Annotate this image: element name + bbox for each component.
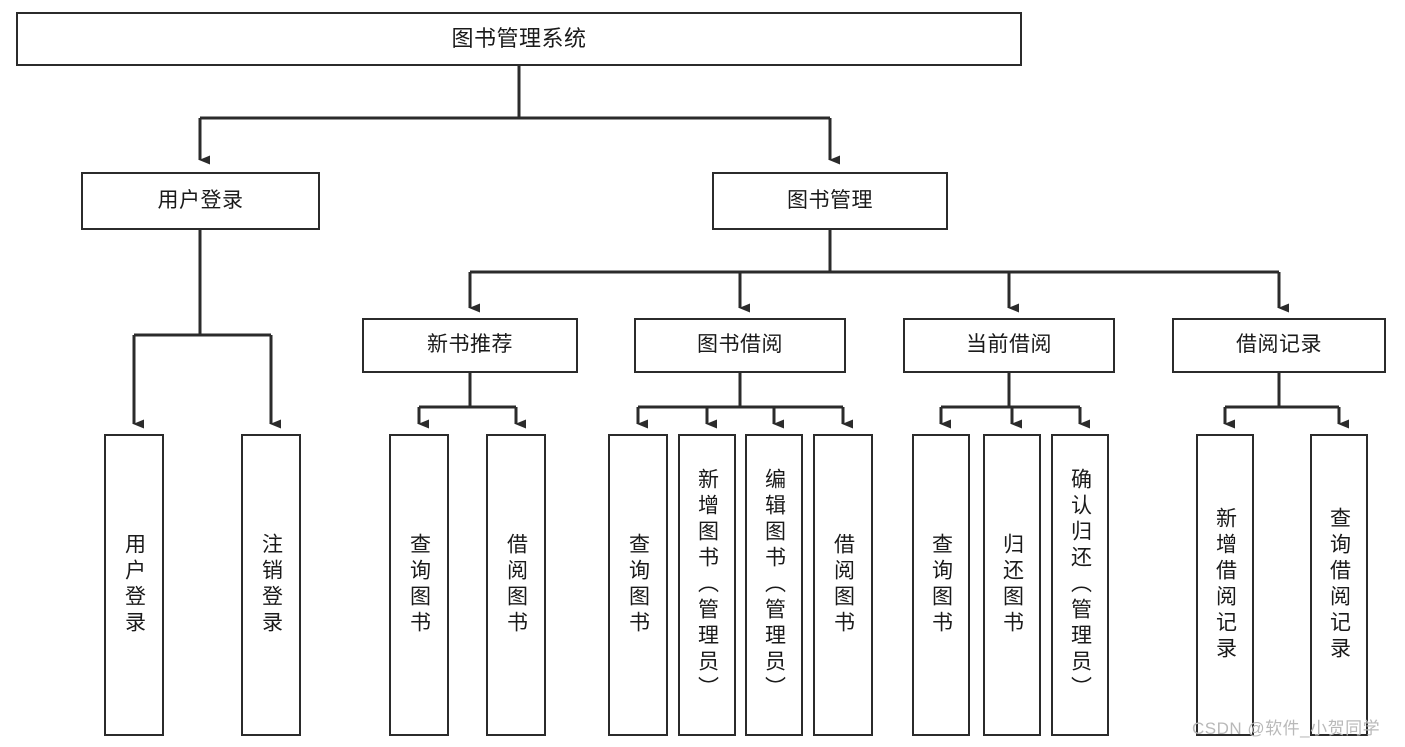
node-label: 查询图书 (626, 533, 650, 637)
node-leaf-query-book-2[interactable]: 查询图书 (608, 434, 668, 736)
edge-userlogin-to-leaves (132, 230, 281, 429)
node-label: 编辑图书（管理员） (762, 468, 786, 702)
node-label: 图书管理系统 (451, 26, 587, 52)
node-leaf-borrow-book-1[interactable]: 借阅图书 (486, 434, 546, 736)
edge-bookborrow-to-leaves (636, 373, 853, 429)
node-label: 借阅记录 (1236, 333, 1322, 357)
node-leaf-query-book-3[interactable]: 查询图书 (912, 434, 970, 736)
node-leaf-query-book-1[interactable]: 查询图书 (389, 434, 449, 736)
node-label: 新书推荐 (427, 333, 513, 357)
node-leaf-add-book[interactable]: 新增图书（管理员） (678, 434, 736, 736)
node-label: 图书借阅 (697, 333, 783, 357)
node-leaf-return-book[interactable]: 归还图书 (983, 434, 1041, 736)
node-label: 新增图书（管理员） (695, 468, 719, 702)
node-leaf-query-record[interactable]: 查询借阅记录 (1310, 434, 1368, 736)
csdn-watermark: CSDN @软件_小贺同学 (1192, 719, 1381, 738)
node-borrow-record[interactable]: 借阅记录 (1172, 318, 1386, 373)
node-label: 确认归还（管理员） (1068, 468, 1092, 702)
node-leaf-logout[interactable]: 注销登录 (241, 434, 301, 736)
node-leaf-edit-book[interactable]: 编辑图书（管理员） (745, 434, 803, 736)
node-leaf-confirm-return[interactable]: 确认归还（管理员） (1051, 434, 1109, 736)
node-book-borrow[interactable]: 图书借阅 (634, 318, 846, 373)
edge-newbookrec-to-leaves (417, 373, 526, 429)
node-label: 注销登录 (259, 533, 283, 637)
node-current-borrow[interactable]: 当前借阅 (903, 318, 1115, 373)
node-label: 借阅图书 (504, 533, 528, 637)
node-label: 查询图书 (929, 533, 953, 637)
node-label: 用户登录 (157, 188, 244, 212)
node-user-login[interactable]: 用户登录 (81, 172, 320, 230)
edge-borrowrecord-to-leaves (1223, 373, 1349, 429)
node-label: 图书管理 (787, 188, 873, 212)
node-leaf-user-login[interactable]: 用户登录 (104, 434, 164, 736)
node-leaf-borrow-book-2[interactable]: 借阅图书 (813, 434, 873, 736)
edge-root-to-level2 (198, 66, 840, 165)
node-label: 新增借阅记录 (1213, 507, 1237, 663)
node-label: 用户登录 (122, 533, 146, 637)
node-label: 归还图书 (1000, 533, 1024, 637)
node-label: 查询借阅记录 (1327, 507, 1351, 663)
node-book-manage[interactable]: 图书管理 (712, 172, 948, 230)
node-leaf-add-record[interactable]: 新增借阅记录 (1196, 434, 1254, 736)
node-label: 当前借阅 (966, 333, 1052, 357)
node-new-book-rec[interactable]: 新书推荐 (362, 318, 578, 373)
node-label: 查询图书 (407, 533, 431, 637)
edge-currentborrow-to-leaves (939, 373, 1090, 429)
edge-bookmanage-to-level3 (468, 230, 1289, 313)
node-label: 借阅图书 (831, 533, 855, 637)
node-root-system[interactable]: 图书管理系统 (16, 12, 1022, 66)
